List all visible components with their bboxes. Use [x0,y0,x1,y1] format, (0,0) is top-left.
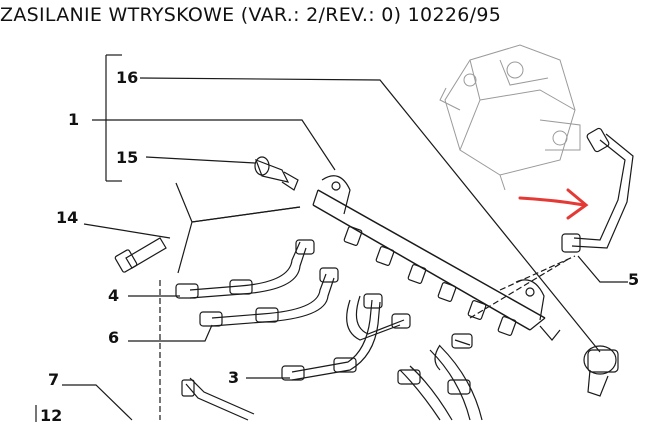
bolt-14 [114,237,167,273]
fitting-7 [181,377,255,421]
red-arrow [518,188,589,220]
pressure-sensor-15 [254,156,299,191]
leader-7 [62,384,133,421]
diagram-title: ZASILANIE WTRYSKOWE (VAR.: 2/REV.: 0) 10… [0,4,502,26]
callout-14: 14 [56,208,79,227]
callout-5: 5 [628,270,640,289]
callout-4: 4 [108,286,120,305]
callout-3: 3 [228,368,240,387]
callout-7: 7 [48,370,60,389]
fuel-rail [312,175,561,341]
callout-1: 1 [68,110,80,129]
injector-pipes [175,239,483,421]
pressure-valve-16 [583,345,619,397]
callout-16: 16 [116,68,139,87]
pipe-5 [561,127,634,253]
leader-15 [145,156,256,164]
leader-6 [128,324,213,342]
leader-14 [83,223,171,239]
callout-12: 12 [40,406,63,425]
pump-illustration [439,44,581,191]
callout-15: 15 [116,148,139,167]
callout-6: 6 [108,328,120,347]
leader-1 [92,119,336,171]
rail-fittings [343,226,517,336]
leader-5 [577,255,628,283]
leader-16 [139,77,601,353]
